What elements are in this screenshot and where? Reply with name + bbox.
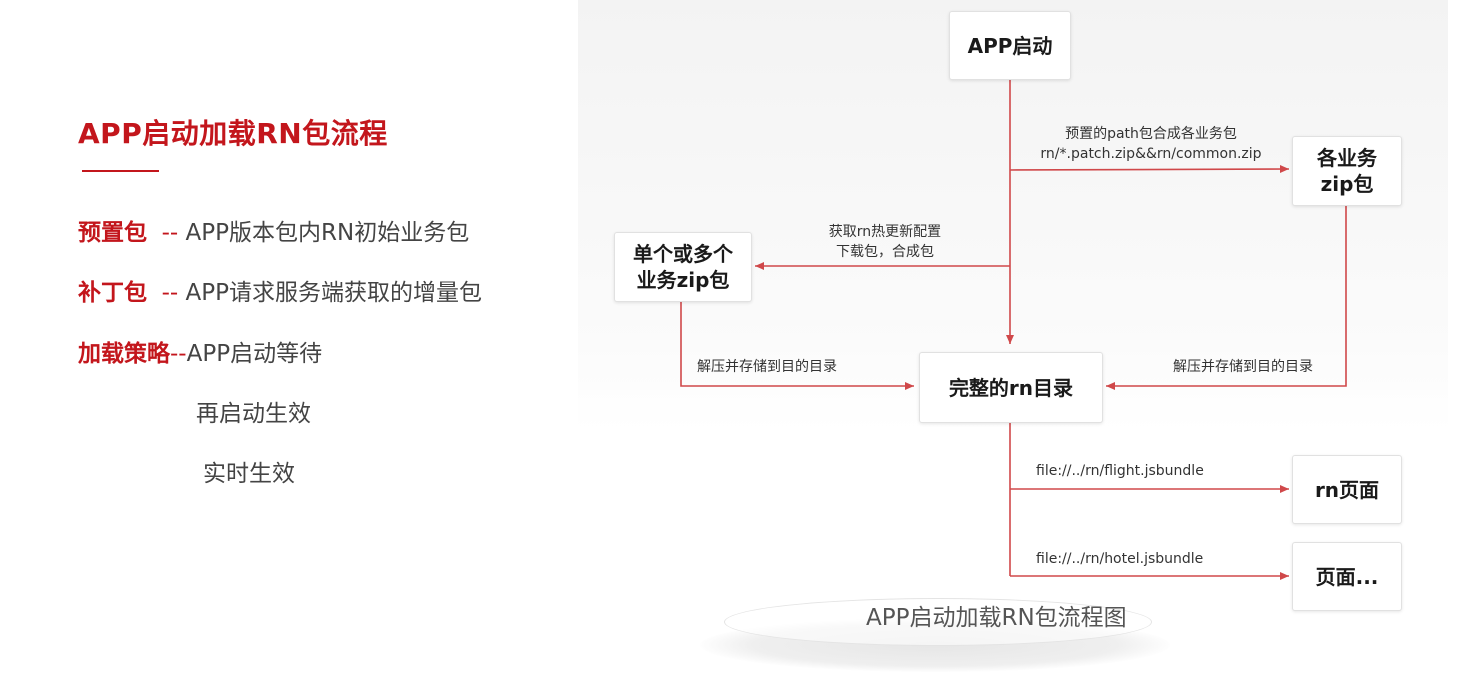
edge-label-hotel-bundle: file://../rn/hotel.jsbundle [1036, 551, 1204, 567]
item-separator: -- [147, 280, 186, 306]
item-text: APP请求服务端获取的增量包 [185, 280, 483, 306]
node-label: APP启动 [967, 33, 1053, 58]
node-label-line: 单个或多个 [633, 242, 733, 266]
item-text: APP启动等待 [186, 341, 323, 367]
node-label: rn页面 [1314, 477, 1380, 502]
arrow-left-unzip [680, 301, 914, 390]
node-label-line: 各业务 [1317, 146, 1377, 170]
arrow-right-unzip [1106, 205, 1347, 390]
strategy-restart: 再启动生效 [196, 401, 311, 427]
item-patch: 补丁包 -- APP请求服务端获取的增量包 [78, 273, 482, 307]
pedestal-ring [724, 598, 1152, 646]
node-label: 完整的rn目录 [948, 375, 1074, 400]
node-rn-page: rn页面 [1292, 455, 1402, 524]
item-separator: -- [170, 341, 187, 367]
item-key: 补丁包 [78, 280, 147, 306]
edge-label-unzip-right: 解压并存储到目的目录 [1173, 359, 1313, 375]
item-text: APP版本包内RN初始业务包 [185, 220, 470, 246]
edge-label-line: rn/*.patch.zip&&rn/common.zip [1040, 146, 1262, 163]
item-preset: 预置包 -- APP版本包内RN初始业务包 [78, 213, 469, 247]
slide-title: APP启动加载RN包流程 [78, 117, 388, 150]
strategy-realtime: 实时生效 [203, 461, 295, 487]
edge-label-line: 预置的path包合成各业务包 [1065, 126, 1237, 142]
node-page-more: 页面... [1292, 542, 1402, 611]
edge-label-unzip-left: 解压并存储到目的目录 [697, 359, 837, 375]
item-separator: -- [147, 220, 186, 246]
node-app-start: APP启动 [949, 11, 1071, 80]
item-strategy: 加载策略--APP启动等待 [78, 334, 322, 368]
node-business-zip: 各业务 zip包 [1292, 136, 1402, 206]
edge-label-line: 获取rn热更新配置 [828, 224, 942, 240]
arrow-to-business-zip [1009, 165, 1290, 174]
edge-label-hotupdate: 获取rn热更新配置 下载包，合成包 [800, 222, 970, 263]
node-label: 页面... [1315, 564, 1379, 589]
node-label-line: 业务zip包 [636, 268, 730, 292]
node-label-line: zip包 [1320, 172, 1374, 196]
edge-label-preset: 预置的path包合成各业务包 rn/*.patch.zip&&rn/common… [1036, 124, 1266, 165]
edge-label-line: 下载包，合成包 [836, 244, 934, 261]
node-rn-directory: 完整的rn目录 [919, 352, 1103, 423]
item-key: 预置包 [78, 220, 147, 246]
node-single-multi-zip: 单个或多个 业务zip包 [614, 232, 752, 302]
title-underline [82, 170, 159, 172]
diagram-caption: APP启动加载RN包流程图 [866, 605, 1127, 631]
edge-label-flight-bundle: file://../rn/flight.jsbundle [1036, 463, 1204, 479]
item-key: 加载策略 [78, 341, 170, 367]
